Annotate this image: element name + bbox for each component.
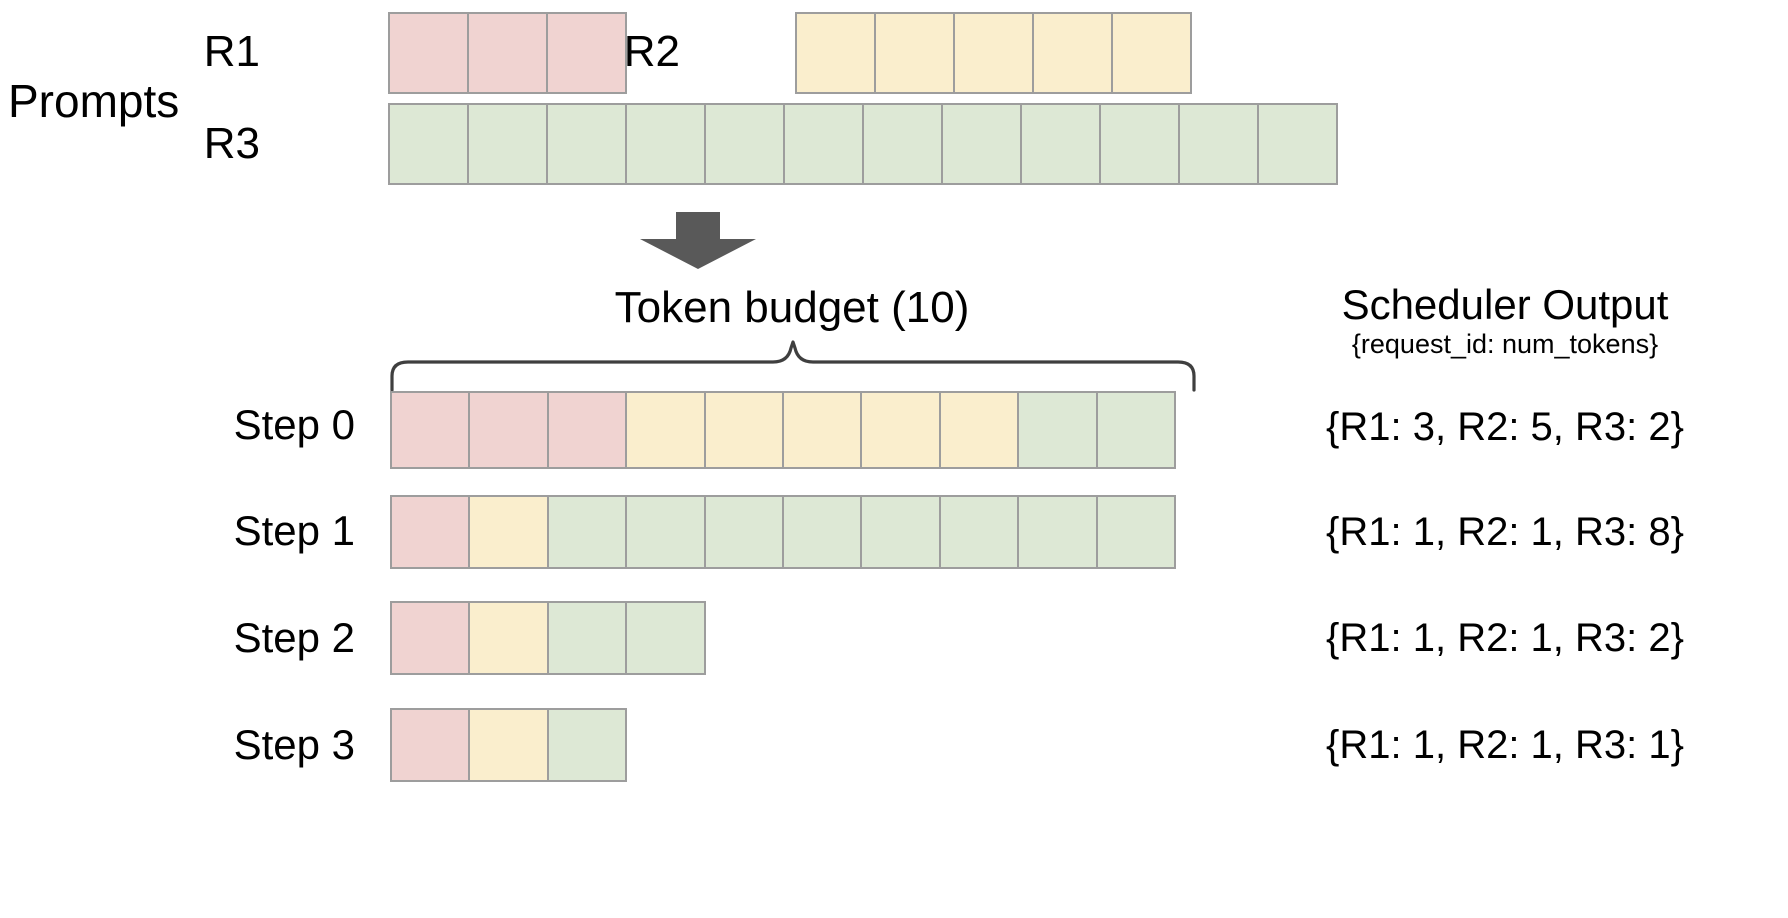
- curly-brace-icon: [388, 340, 1198, 392]
- token-cell-r3: [1099, 103, 1180, 185]
- step-label-2: Step 2: [233, 614, 355, 661]
- scheduler-output-subtitle: {request_id: num_tokens}: [1351, 329, 1659, 359]
- prompt-label-r3: R3: [203, 119, 260, 168]
- prompts-section-label: Prompts: [8, 75, 180, 127]
- token-cell-r2: [625, 391, 706, 469]
- step-token-row-3: [390, 708, 631, 782]
- token-cell-r2: [1111, 12, 1192, 94]
- step-token-row-1: [390, 495, 1194, 569]
- token-cell-r2: [1032, 12, 1113, 94]
- down-arrow-icon: [638, 212, 758, 270]
- token-cell-r3: [546, 495, 628, 569]
- token-cell-r1: [467, 12, 548, 94]
- token-cell-r3: [1095, 391, 1176, 469]
- token-cell-r1: [390, 601, 471, 675]
- step-label-1: Step 1: [233, 507, 355, 554]
- scheduler-output-row-3: {R1: 1, R2: 1, R3: 1}: [1326, 723, 1684, 767]
- token-cell-r2: [468, 495, 549, 569]
- token-cell-r3: [941, 103, 1022, 185]
- token-cell-r3: [1095, 495, 1176, 569]
- token-cell-r2: [468, 601, 549, 675]
- token-cell-r1: [390, 495, 471, 569]
- token-cell-r2: [468, 708, 549, 782]
- token-cell-r3: [1017, 495, 1098, 569]
- token-cell-r3: [704, 103, 785, 185]
- token-cell-r2: [874, 12, 955, 94]
- token-cell-r3: [388, 103, 469, 185]
- step-label-3: Step 3: [233, 721, 355, 768]
- prompt-label-r1: R1: [203, 27, 260, 76]
- scheduler-output-row-2: {R1: 1, R2: 1, R3: 2}: [1326, 616, 1684, 660]
- scheduler-output-title: Scheduler Output: [1341, 281, 1669, 328]
- step-token-row-2: [390, 601, 712, 675]
- token-cell-r3: [1017, 391, 1098, 469]
- token-cell-r2: [795, 12, 876, 94]
- prompt-token-row-r1: [388, 12, 631, 94]
- prompt-label-r2: R2: [623, 27, 680, 76]
- token-cell-r3: [625, 601, 706, 675]
- token-cell-r3: [1178, 103, 1259, 185]
- token-cell-r3: [625, 495, 706, 569]
- prompt-token-row-r3: [388, 103, 1360, 185]
- token-cell-r2: [953, 12, 1034, 94]
- token-cell-r3: [938, 495, 1020, 569]
- step-token-row-0: [390, 391, 1194, 469]
- scheduler-output-row-1: {R1: 1, R2: 1, R3: 8}: [1326, 510, 1684, 554]
- token-cell-r3: [862, 103, 943, 185]
- token-cell-r1: [546, 12, 627, 94]
- token-cell-r1: [546, 391, 628, 469]
- token-cell-r2: [703, 391, 784, 469]
- token-cell-r3: [703, 495, 784, 569]
- token-budget-title: Token budget (10): [614, 283, 970, 332]
- token-cell-r1: [388, 12, 469, 94]
- token-cell-r3: [781, 495, 863, 569]
- token-cell-r3: [783, 103, 864, 185]
- token-cell-r2: [781, 391, 863, 469]
- token-cell-r3: [546, 103, 627, 185]
- token-cell-r3: [860, 495, 941, 569]
- token-cell-r1: [390, 708, 471, 782]
- step-label-0: Step 0: [233, 401, 355, 448]
- token-cell-r3: [1020, 103, 1101, 185]
- token-cell-r3: [1257, 103, 1338, 185]
- prompt-token-row-r2: [795, 12, 1200, 94]
- token-cell-r3: [625, 103, 706, 185]
- token-cell-r3: [546, 601, 628, 675]
- scheduler-output-row-0: {R1: 3, R2: 5, R3: 2}: [1326, 405, 1684, 449]
- token-cell-r3: [546, 708, 628, 782]
- token-cell-r2: [860, 391, 941, 469]
- token-cell-r1: [390, 391, 471, 469]
- token-cell-r2: [938, 391, 1020, 469]
- token-cell-r1: [468, 391, 549, 469]
- token-cell-r3: [467, 103, 548, 185]
